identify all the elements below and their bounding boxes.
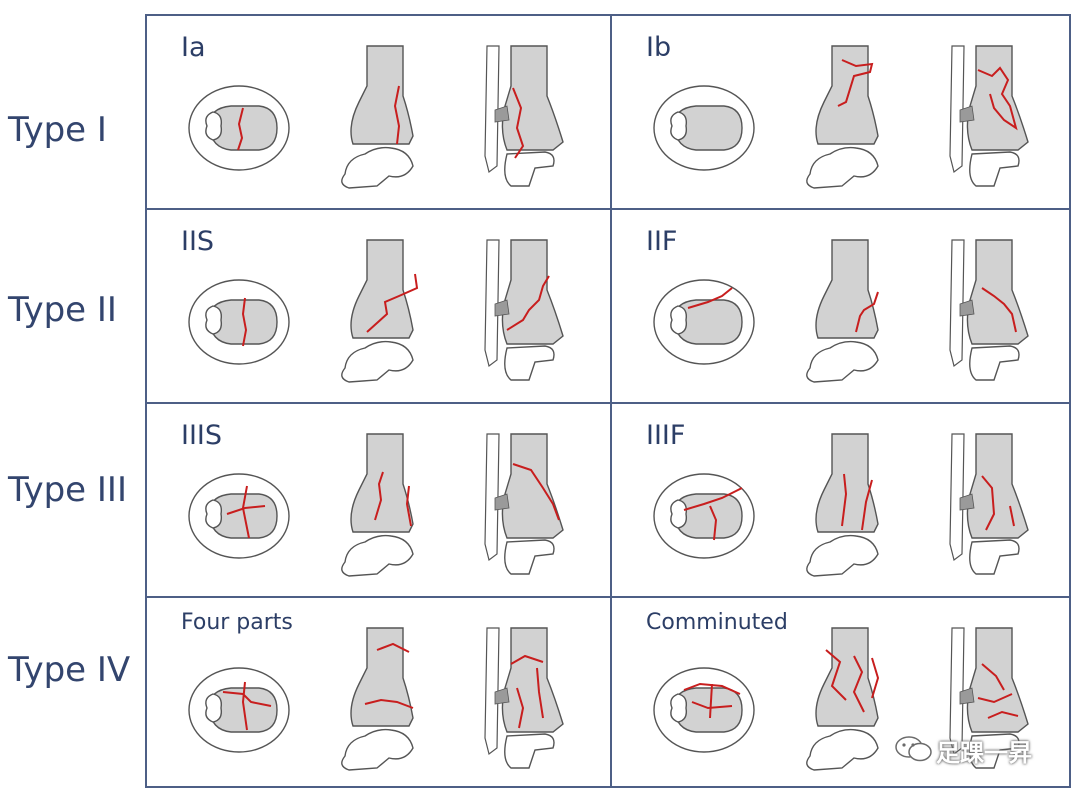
axial-view-illustration (653, 473, 755, 559)
cell-label: IIIS (181, 420, 223, 451)
cell-ia: Ia (147, 16, 609, 209)
cell-iiif: IIIF (612, 404, 1074, 597)
lateral-view-illustration (484, 45, 564, 187)
lateral-view-illustration (949, 627, 1029, 769)
lateral-view-illustration (484, 433, 564, 575)
cell-illustration (188, 45, 564, 189)
frontal-view-illustration (341, 627, 414, 771)
lateral-view-illustration (949, 433, 1029, 575)
grid-divider-1 (147, 208, 1069, 210)
classification-grid: Ia Ib IIS IIF IIIS IIIF Four parts Commi… (145, 14, 1071, 788)
cell-illustration (653, 433, 1029, 577)
cell-four-parts: Four parts (147, 598, 609, 791)
axial-view-illustration (188, 667, 290, 753)
cell-label: IIIF (646, 420, 686, 451)
cell-label: Ib (646, 32, 672, 63)
axial-view-illustration (188, 279, 290, 365)
axial-view-illustration (188, 85, 290, 171)
axial-view-illustration (653, 85, 755, 171)
axial-view-illustration (188, 473, 290, 559)
cell-label: Four parts (181, 610, 293, 635)
cell-iis: IIS (147, 210, 609, 403)
grid-divider-vertical (610, 16, 612, 786)
row-label-type-3: Type III (8, 470, 127, 510)
cell-iiis: IIIS (147, 404, 609, 597)
frontal-view-illustration (806, 45, 879, 189)
cell-illustration (188, 433, 564, 577)
cell-label: IIF (646, 226, 678, 257)
cell-illustration (188, 239, 564, 383)
row-label-type-2: Type II (8, 290, 117, 330)
axial-view-illustration (653, 279, 755, 365)
lateral-view-illustration (484, 627, 564, 769)
cell-ib: Ib (612, 16, 1074, 209)
cell-label: Ia (181, 32, 206, 63)
frontal-view-illustration (806, 433, 879, 577)
frontal-view-illustration (341, 239, 419, 383)
frontal-view-illustration (341, 433, 414, 577)
cell-label: Comminuted (646, 610, 788, 635)
watermark-text: 足踝一昇 (936, 739, 1032, 767)
row-label-type-1: Type I (8, 110, 107, 150)
cell-illustration (188, 627, 564, 771)
lateral-view-illustration (484, 239, 564, 381)
frontal-view-illustration (806, 627, 880, 771)
lateral-view-illustration (949, 45, 1029, 187)
row-label-type-4: Type IV (8, 650, 131, 690)
cell-label: IIS (181, 226, 215, 257)
grid-divider-2 (147, 402, 1069, 404)
wechat-icon (895, 736, 932, 762)
cell-illustration (653, 627, 1029, 771)
cell-illustration (653, 239, 1029, 383)
frontal-view-illustration (341, 45, 414, 189)
cell-comminuted: Comminuted (612, 598, 1074, 791)
cell-illustration (653, 45, 1029, 189)
frontal-view-illustration (806, 239, 879, 383)
grid-divider-3 (147, 596, 1069, 598)
axial-view-illustration (653, 667, 755, 753)
lateral-view-illustration (949, 239, 1029, 381)
cell-iif: IIF (612, 210, 1074, 403)
